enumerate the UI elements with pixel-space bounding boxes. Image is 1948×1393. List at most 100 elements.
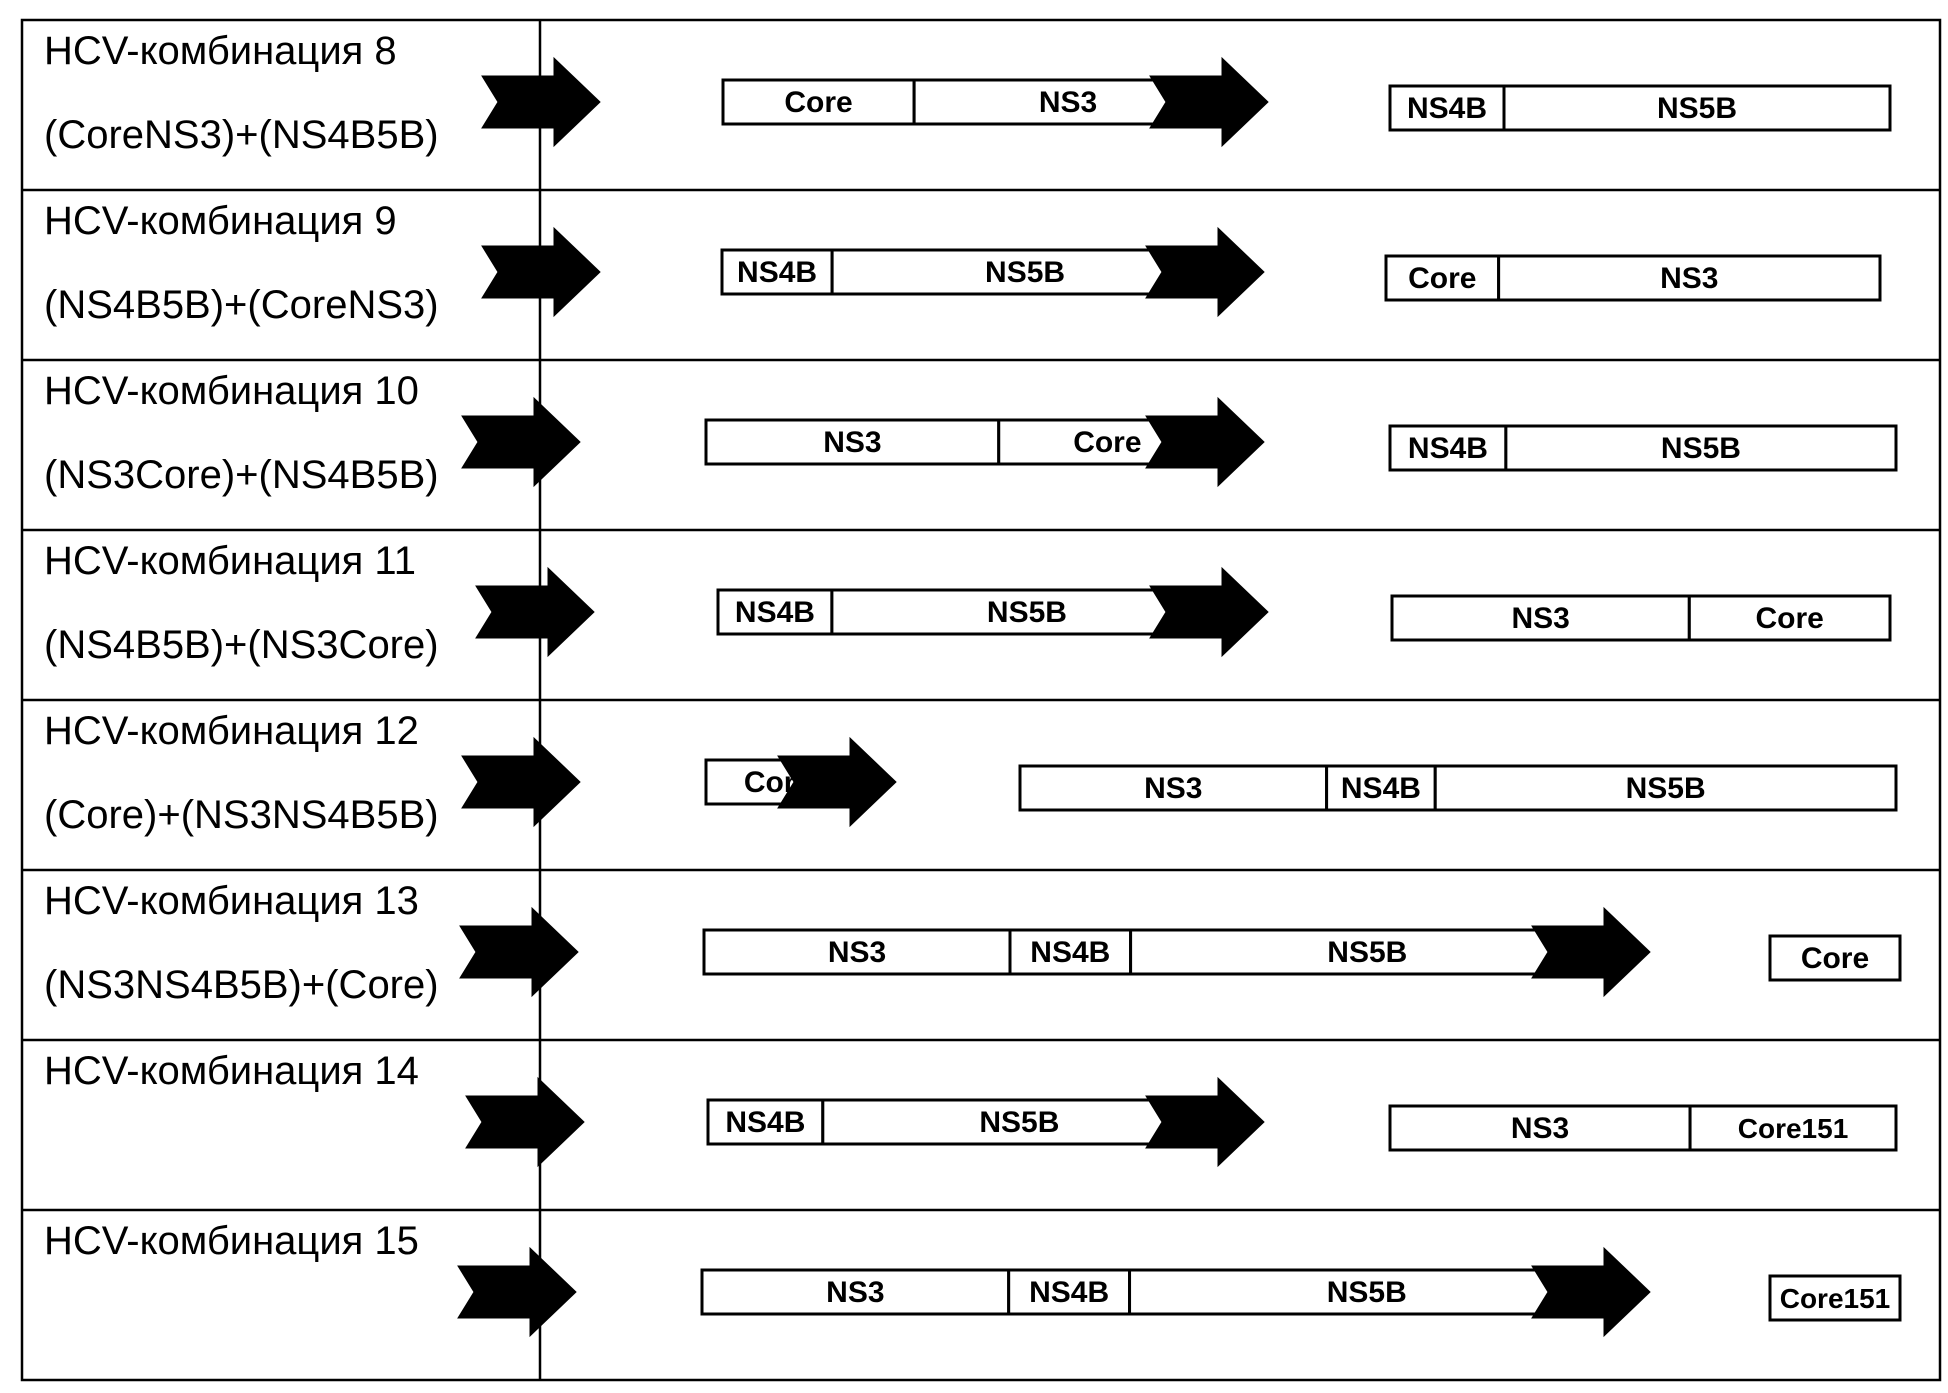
gene-segment: Core xyxy=(721,78,916,126)
gene-segment-label: NS3 xyxy=(828,936,886,969)
promoter-arrow-icon xyxy=(1145,396,1265,488)
gene-segment-label: NS5B xyxy=(1327,936,1407,969)
gene-segment-box xyxy=(1388,1104,1692,1152)
gene-segment-label: Core xyxy=(1755,602,1823,635)
gene-segment-box xyxy=(1497,254,1882,302)
promoter-arrow-icon xyxy=(777,736,897,828)
gene-segment: NS5B xyxy=(1502,84,1892,132)
gene-segment-label: NS5B xyxy=(1657,92,1737,125)
promoter-arrow-icon xyxy=(475,566,595,658)
combination-row: HCV-комбинация 8 (CoreNS3)+(NS4B5B) Core NS… xyxy=(44,29,1892,157)
gene-segment: NS3 xyxy=(1388,1104,1692,1152)
promoter-arrow-icon xyxy=(1531,906,1651,998)
combination-row: HCV-комбинация 15 NS3 NS4B NS5B Core151 xyxy=(44,1219,1902,1338)
gene-segment-box xyxy=(704,418,1001,466)
gene-segment-label: Core xyxy=(1073,426,1141,459)
combination-construct: (NS3Core)+(NS4B5B) xyxy=(44,453,439,497)
gene-segment-label: NS3 xyxy=(826,1276,884,1309)
combination-construct: (CoreNS3)+(NS4B5B) xyxy=(44,113,439,157)
gene-segment-label: NS5B xyxy=(985,256,1065,289)
gene-segment: NS3 xyxy=(702,928,1012,976)
promoter-arrow-icon xyxy=(465,1076,585,1168)
promoter-arrow-icon xyxy=(461,396,581,488)
promoter-arrow-icon xyxy=(1145,1076,1265,1168)
gene-segment-box xyxy=(1325,764,1437,812)
gene-segment: NS3 xyxy=(700,1268,1011,1316)
combination-title: HCV-комбинация 11 xyxy=(44,539,416,583)
combination-title: HCV-комбинация 10 xyxy=(44,369,419,413)
expression-cassette: Core xyxy=(461,736,852,828)
gene-segment: NS4B xyxy=(720,248,834,296)
gene-segment: NS5B xyxy=(1128,1268,1606,1316)
gene-segment: NS4B xyxy=(1008,928,1133,976)
gene-segment-label: NS4B xyxy=(1030,936,1110,969)
gene-segment-box xyxy=(1007,1268,1132,1316)
combination-title: HCV-комбинация 15 xyxy=(44,1219,419,1263)
gene-segment-box xyxy=(1768,1274,1902,1322)
gene-segment-label: Core xyxy=(784,86,852,119)
combination-row: HCV-комбинация 14 NS4B NS5B NS3 Core151 xyxy=(44,1049,1898,1168)
gene-segment-box xyxy=(720,248,834,296)
gene-segment: NS5B xyxy=(1504,424,1898,472)
gene-segment-label: NS4B xyxy=(737,256,817,289)
gene-segment-box xyxy=(1687,594,1892,642)
gene-segment-label: Core151 xyxy=(1738,1113,1849,1144)
gene-segment-label: NS3 xyxy=(1039,86,1097,119)
gene-segment-label: NS3 xyxy=(1511,1112,1569,1145)
gene-segment-label: NS3 xyxy=(1144,772,1202,805)
combination-title: HCV-комбинация 14 xyxy=(44,1049,419,1093)
expression-cassette: Core xyxy=(1531,906,1902,998)
gene-segment-label: NS5B xyxy=(1327,1276,1407,1309)
gene-segment: NS4B xyxy=(716,588,834,636)
gene-segment: NS5B xyxy=(1129,928,1606,976)
gene-segment: Core xyxy=(1687,594,1892,642)
promoter-arrow-icon xyxy=(1149,566,1269,658)
gene-segment: NS4B xyxy=(1007,1268,1132,1316)
gene-segment-box xyxy=(1388,424,1508,472)
gene-segment-box xyxy=(1504,424,1898,472)
gene-segment-label: NS4B xyxy=(1029,1276,1109,1309)
combination-construct: (NS4B5B)+(NS3Core) xyxy=(44,623,439,667)
combination-title: HCV-комбинация 13 xyxy=(44,879,419,923)
gene-segment-box xyxy=(706,1098,825,1146)
combination-construct: (NS3NS4B5B)+(Core) xyxy=(44,963,439,1007)
gene-segment-label: NS4B xyxy=(1407,92,1487,125)
gene-segment: Core151 xyxy=(1768,1274,1902,1322)
expression-cassette: NS3 Core xyxy=(461,396,1218,488)
gene-segment-label: NS3 xyxy=(823,426,881,459)
gene-segment-box xyxy=(1688,1104,1898,1152)
gene-segment: NS4B xyxy=(706,1098,825,1146)
gene-segment: NS4B xyxy=(1388,424,1508,472)
expression-cassette: NS4B NS5B xyxy=(475,566,1224,658)
promoter-arrow-icon xyxy=(457,1246,577,1338)
combination-construct: (NS4B5B)+(CoreNS3) xyxy=(44,283,439,327)
gene-segment: NS3 xyxy=(1497,254,1882,302)
gene-segment: NS4B xyxy=(1325,764,1437,812)
gene-segment: Core151 xyxy=(1688,1104,1898,1152)
expression-cassette: NS3 NS4B NS5B xyxy=(459,906,1606,998)
expression-cassette: NS3 Core151 xyxy=(1145,1076,1898,1168)
combination-title: HCV-комбинация 8 xyxy=(44,29,397,73)
expression-cassette: NS4B NS5B xyxy=(465,1076,1218,1168)
gene-segment-label: NS4B xyxy=(725,1106,805,1139)
gene-segment: NS3 xyxy=(1390,594,1691,642)
gene-segment-box xyxy=(1008,928,1133,976)
combination-row: HCV-комбинация 10 (NS3Core)+(NS4B5B) NS3 Co… xyxy=(44,369,1898,497)
promoter-arrow-icon xyxy=(461,736,581,828)
gene-segment-label: NS4B xyxy=(735,596,815,629)
gene-segment: NS4B xyxy=(1388,84,1506,132)
expression-cassette: NS3 Core xyxy=(1149,566,1892,658)
gene-segment-label: NS3 xyxy=(1511,602,1569,635)
gene-segment-label: NS5B xyxy=(987,596,1067,629)
expression-cassette: Core NS3 xyxy=(481,56,1224,148)
gene-segment-box xyxy=(1502,84,1892,132)
gene-segment-label: NS5B xyxy=(979,1106,1059,1139)
